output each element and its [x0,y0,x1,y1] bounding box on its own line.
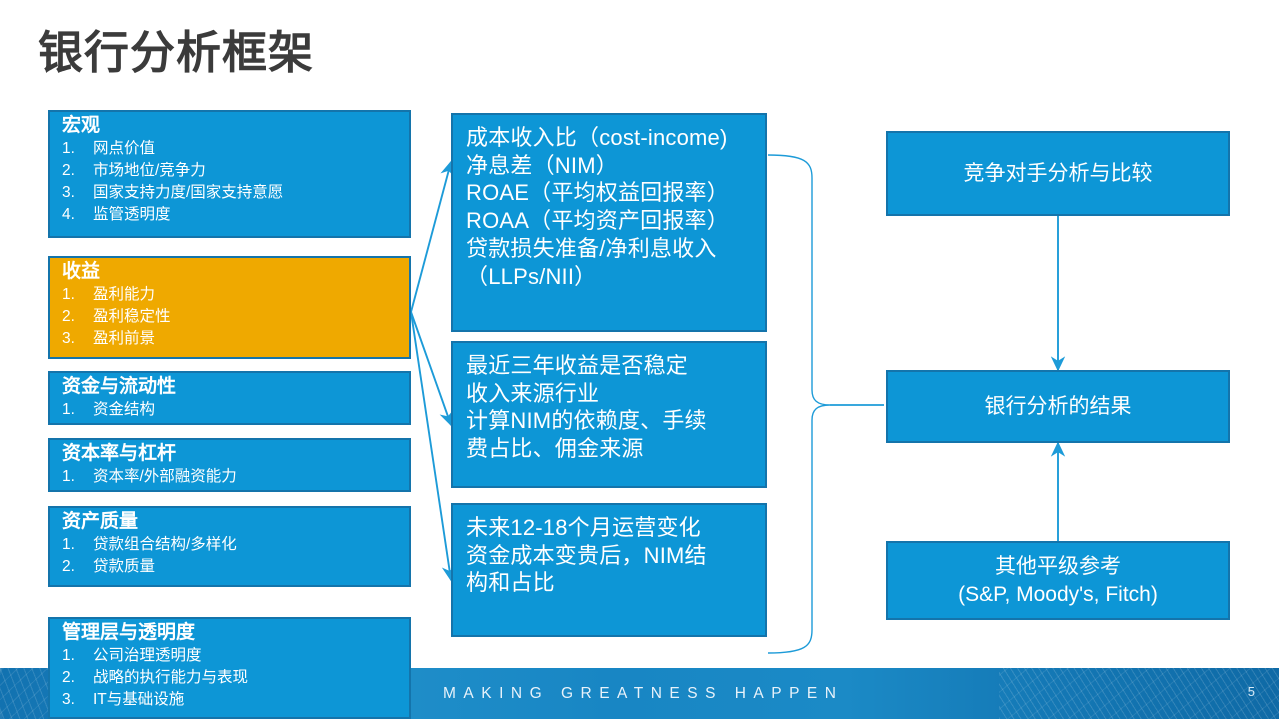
footer-tagline: MAKING GREATNESS HAPPEN [443,684,844,702]
item-label: 盈利能力 [93,286,156,304]
left-box-title: 资本率与杠杆 [62,443,177,464]
left-box-title: 宏观 [62,115,101,136]
left-box-management-transparency[interactable]: 管理层与透明度 1. 公司治理透明度 2. 战略的执行能力与表现 3. IT与基础设施 [48,617,411,719]
item-number: 1. [62,536,75,554]
list-item: 3. 国家支持力度/国家支持意愿 [62,182,409,204]
left-box-capital-leverage[interactable]: 资本率与杠杆 1. 资本率/外部融资能力 [48,438,411,492]
middle-box-text: 最近三年收益是否稳定 收入来源行业 计算NIM的依赖度、手续 费占比、佣金来源 [466,353,707,462]
left-box-list: 1. 网点价值 2. 市场地位/竞争力 3. 国家支持力度/国家支持意愿 4. 监管透明… [50,138,409,226]
item-number: 3. [62,184,75,202]
list-item: 2. 贷款质量 [62,556,409,578]
item-label: 战略的执行能力与表现 [93,669,249,687]
item-number: 1. [62,401,75,419]
middle-box-earnings-stability[interactable]: 最近三年收益是否稳定 收入来源行业 计算NIM的依赖度、手续 费占比、佣金来源 [451,341,767,488]
item-number: 1. [62,468,75,486]
item-number: 4. [62,206,75,224]
item-label: IT与基础设施 [93,691,185,709]
item-label: 资金结构 [93,401,156,419]
left-box-list: 1. 资本率/外部融资能力 [50,466,409,488]
item-number: 2. [62,162,75,180]
page-number: 5 [1247,684,1255,699]
list-item: 3. IT与基础设施 [62,689,409,711]
list-item: 2. 战略的执行能力与表现 [62,667,409,689]
right-box-external-ratings[interactable]: 其他平级参考 (S&P, Moody's, Fitch) [886,541,1230,620]
item-label: 国家支持力度/国家支持意愿 [93,184,284,202]
middle-box-text: 成本收入比（cost-income) 净息差（NIM） ROAE（平均权益回报率… [466,125,729,289]
list-item: 1. 资本率/外部融资能力 [62,466,409,488]
item-number: 3. [62,691,75,709]
left-box-title: 收益 [62,261,101,282]
left-box-list: 1. 资金结构 [50,399,409,421]
item-number: 1. [62,647,75,665]
left-box-title: 资产质量 [62,511,139,532]
left-box-title: 资金与流动性 [62,376,177,397]
left-box-list: 1. 公司治理透明度 2. 战略的执行能力与表现 3. IT与基础设施 [50,645,409,711]
item-label: 贷款组合结构/多样化 [93,536,237,554]
item-number: 2. [62,558,75,576]
left-box-list: 1. 盈利能力 2. 盈利稳定性 3. 盈利前景 [50,284,409,350]
item-number: 1. [62,286,75,304]
middle-box-text: 未来12-18个月运营变化 资金成本变贵后，NIM结 构和占比 [466,515,707,596]
left-box-funding-liquidity[interactable]: 资金与流动性 1. 资金结构 [48,371,411,425]
item-label: 资本率/外部融资能力 [93,468,237,486]
left-box-list: 1. 贷款组合结构/多样化 2. 贷款质量 [50,534,409,578]
item-label: 盈利前景 [93,330,156,348]
item-number: 1. [62,140,75,158]
item-label: 贷款质量 [93,558,156,576]
page-title: 银行分析框架 [38,27,315,78]
left-box-asset-quality[interactable]: 资产质量 1. 贷款组合结构/多样化 2. 贷款质量 [48,506,411,587]
list-item: 1. 盈利能力 [62,284,409,306]
left-box-title: 管理层与透明度 [62,622,196,643]
list-item: 1. 资金结构 [62,399,409,421]
item-label: 监管透明度 [93,206,171,224]
right-box-text: 银行分析的结果 [984,394,1132,418]
item-label: 市场地位/竞争力 [93,162,206,180]
right-box-text: 其他平级参考 (S&P, Moody's, Fitch) [958,555,1158,606]
item-label: 盈利稳定性 [93,308,171,326]
middle-box-profitability-ratios[interactable]: 成本收入比（cost-income) 净息差（NIM） ROAE（平均权益回报率… [451,113,767,332]
right-box-text: 竞争对手分析与比较 [963,161,1153,185]
item-number: 3. [62,330,75,348]
middle-box-outlook[interactable]: 未来12-18个月运营变化 资金成本变贵后，NIM结 构和占比 [451,503,767,637]
item-number: 2. [62,308,75,326]
list-item: 2. 盈利稳定性 [62,306,409,328]
list-item: 1. 贷款组合结构/多样化 [62,534,409,556]
list-item: 3. 盈利前景 [62,328,409,350]
left-box-earnings[interactable]: 收益 1. 盈利能力 2. 盈利稳定性 3. 盈利前景 [48,256,411,359]
list-item: 2. 市场地位/竞争力 [62,160,409,182]
list-item: 1. 公司治理透明度 [62,645,409,667]
list-item: 1. 网点价值 [62,138,409,160]
right-box-peer-comparison[interactable]: 竞争对手分析与比较 [886,131,1230,216]
item-label: 网点价值 [93,140,156,158]
item-label: 公司治理透明度 [93,647,202,665]
list-item: 4. 监管透明度 [62,204,409,226]
right-box-analysis-result[interactable]: 银行分析的结果 [886,370,1230,443]
left-box-macro[interactable]: 宏观 1. 网点价值 2. 市场地位/竞争力 3. 国家支持力度/国家支持意愿 4. 监… [48,110,411,238]
item-number: 2. [62,669,75,687]
